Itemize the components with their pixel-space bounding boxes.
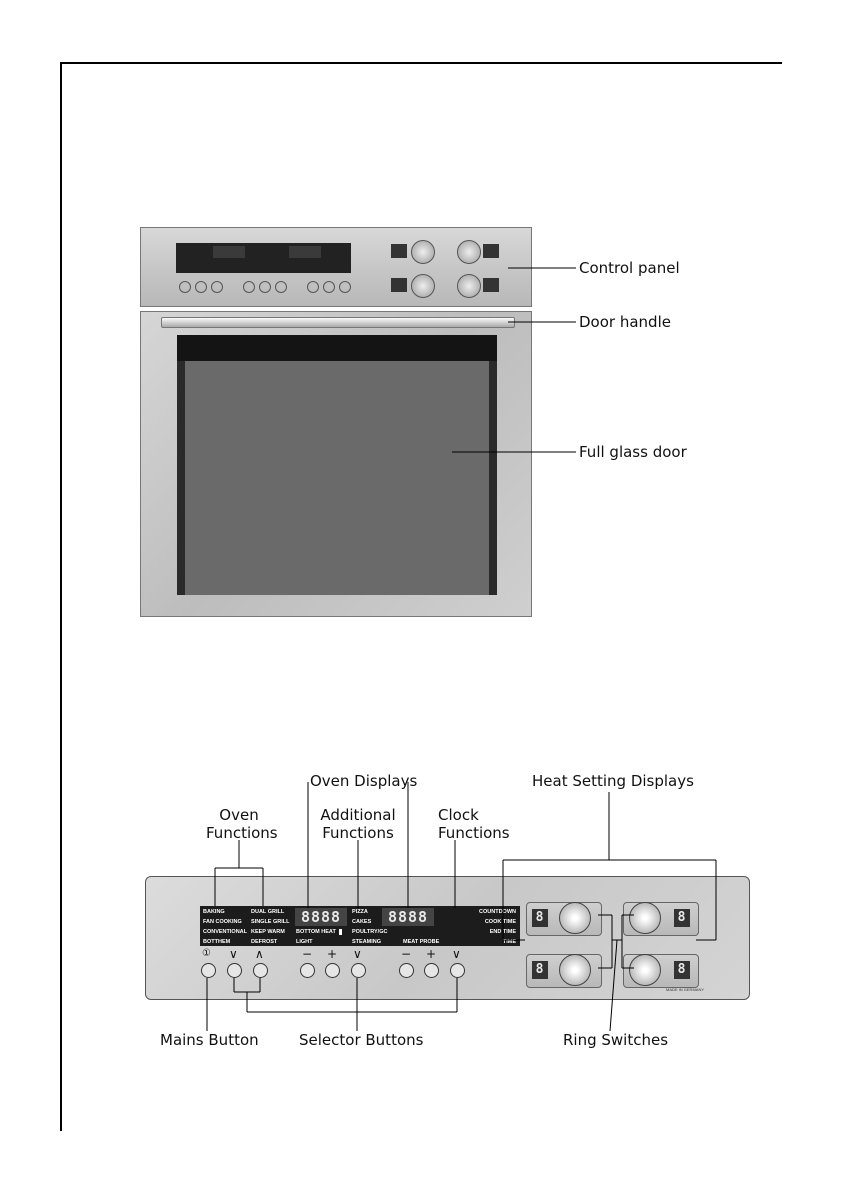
ring-switch-rear-left[interactable]	[559, 954, 591, 986]
oven-knob-4	[457, 274, 481, 298]
symbol-minus-2: −	[401, 947, 412, 961]
symbol-plus-1: +	[327, 947, 338, 961]
oven-control-panel	[140, 227, 532, 307]
minus-button-1[interactable]	[300, 963, 315, 978]
label-control-panel: Control panel	[579, 259, 680, 277]
symbol-down-1: ∨	[229, 947, 238, 961]
oven-panel-text-strip	[176, 243, 351, 273]
label-door-handle: Door handle	[579, 313, 671, 331]
ring-display-rear-left: 8	[532, 961, 548, 979]
panel-black-strip	[200, 906, 520, 946]
oven-function-single-grill: SINGLE GRILL	[251, 919, 290, 925]
oven-panel-buttons	[179, 281, 351, 293]
ring-switch-front-left[interactable]	[559, 902, 591, 934]
additional-cakes: CAKES	[352, 919, 372, 925]
additional-poultry: POULTRY/GC	[352, 929, 388, 935]
oven-ring-display-3	[483, 244, 499, 258]
clock-selector-button[interactable]	[450, 963, 465, 978]
oven-panel-display-2	[289, 246, 321, 258]
oven-ring-display-2	[391, 278, 407, 292]
oven-knob-2	[411, 274, 435, 298]
label-mains-button: Mains Button	[160, 1031, 259, 1049]
oven-knob-1	[411, 240, 435, 264]
additional-pizza: PIZZA	[352, 909, 368, 915]
symbol-up-1: ∧	[255, 947, 264, 961]
oven-display-2: 8888	[382, 908, 434, 926]
symbol-minus-1: −	[302, 947, 313, 961]
ring-switch-front-right[interactable]	[629, 902, 661, 934]
oven-display-1: 8888	[295, 908, 347, 926]
mains-symbol: ①	[202, 948, 211, 959]
panel-label-bottom-heat: BOTTOM HEAT	[296, 929, 336, 935]
clock-time: TIME	[502, 939, 516, 945]
oven-function-dual-grill: DUAL GRILL	[251, 909, 285, 915]
made-in-label: MADE IN GERMANY	[666, 987, 705, 992]
panel-label-meat-probe: MEAT PROBE	[403, 939, 440, 945]
mains-button[interactable]	[201, 963, 216, 978]
oven-illustration	[140, 227, 532, 617]
ring-display-rear-right: 8	[674, 961, 690, 979]
oven-panel-display-1	[213, 246, 245, 258]
oven-function-baking: BAKING	[203, 909, 225, 915]
additional-steaming: STEAMING	[352, 939, 382, 945]
bottom-heat-indicator	[339, 929, 342, 935]
oven-function-up-button[interactable]	[253, 963, 268, 978]
symbol-down-3: ∨	[452, 947, 461, 961]
symbol-down-2: ∨	[353, 947, 362, 961]
clock-countdown: COUNTDOWN	[479, 909, 516, 915]
oven-door	[140, 311, 532, 617]
label-full-glass-door: Full glass door	[579, 443, 687, 461]
oven-ring-display-1	[391, 244, 407, 258]
oven-function-defrost: DEFROST	[251, 939, 278, 945]
plus-button-2[interactable]	[424, 963, 439, 978]
ring-switch-rear-right[interactable]	[629, 954, 661, 986]
oven-glass-window	[177, 335, 497, 595]
page-border-left	[60, 62, 62, 1131]
additional-function-selector-button[interactable]	[351, 963, 366, 978]
oven-function-keep-warm: KEEP WARM	[251, 929, 285, 935]
label-heat-setting-displays: Heat Setting Displays	[532, 772, 694, 790]
ring-display-front-left: 8	[532, 909, 548, 927]
label-clock-functions: Clock Functions	[438, 806, 510, 842]
panel-label-light: LIGHT	[296, 939, 313, 945]
oven-function-botthem: BOTTHEM	[203, 939, 231, 945]
symbol-plus-2: +	[426, 947, 437, 961]
oven-function-conventional: CONVENTIONAL	[203, 929, 247, 935]
ring-display-front-right: 8	[674, 909, 690, 927]
page-border-top	[60, 62, 782, 64]
oven-ring-display-4	[483, 278, 499, 292]
oven-function-down-button[interactable]	[227, 963, 242, 978]
label-additional-functions: Additional Functions	[320, 806, 396, 842]
label-oven-functions: Oven Functions	[206, 806, 278, 842]
clock-cook-time: COOK TIME	[484, 919, 516, 925]
label-ring-switches: Ring Switches	[563, 1031, 669, 1049]
control-panel-detail: BAKING FAN COOKING CONVENTIONAL BOTTHEM …	[145, 876, 750, 1000]
minus-button-2[interactable]	[399, 963, 414, 978]
label-oven-displays: Oven Displays	[310, 772, 418, 790]
label-selector-buttons: Selector Buttons	[299, 1031, 424, 1049]
oven-knob-3	[457, 240, 481, 264]
oven-function-fan-cooking: FAN COOKING	[203, 919, 242, 925]
plus-button-1[interactable]	[325, 963, 340, 978]
